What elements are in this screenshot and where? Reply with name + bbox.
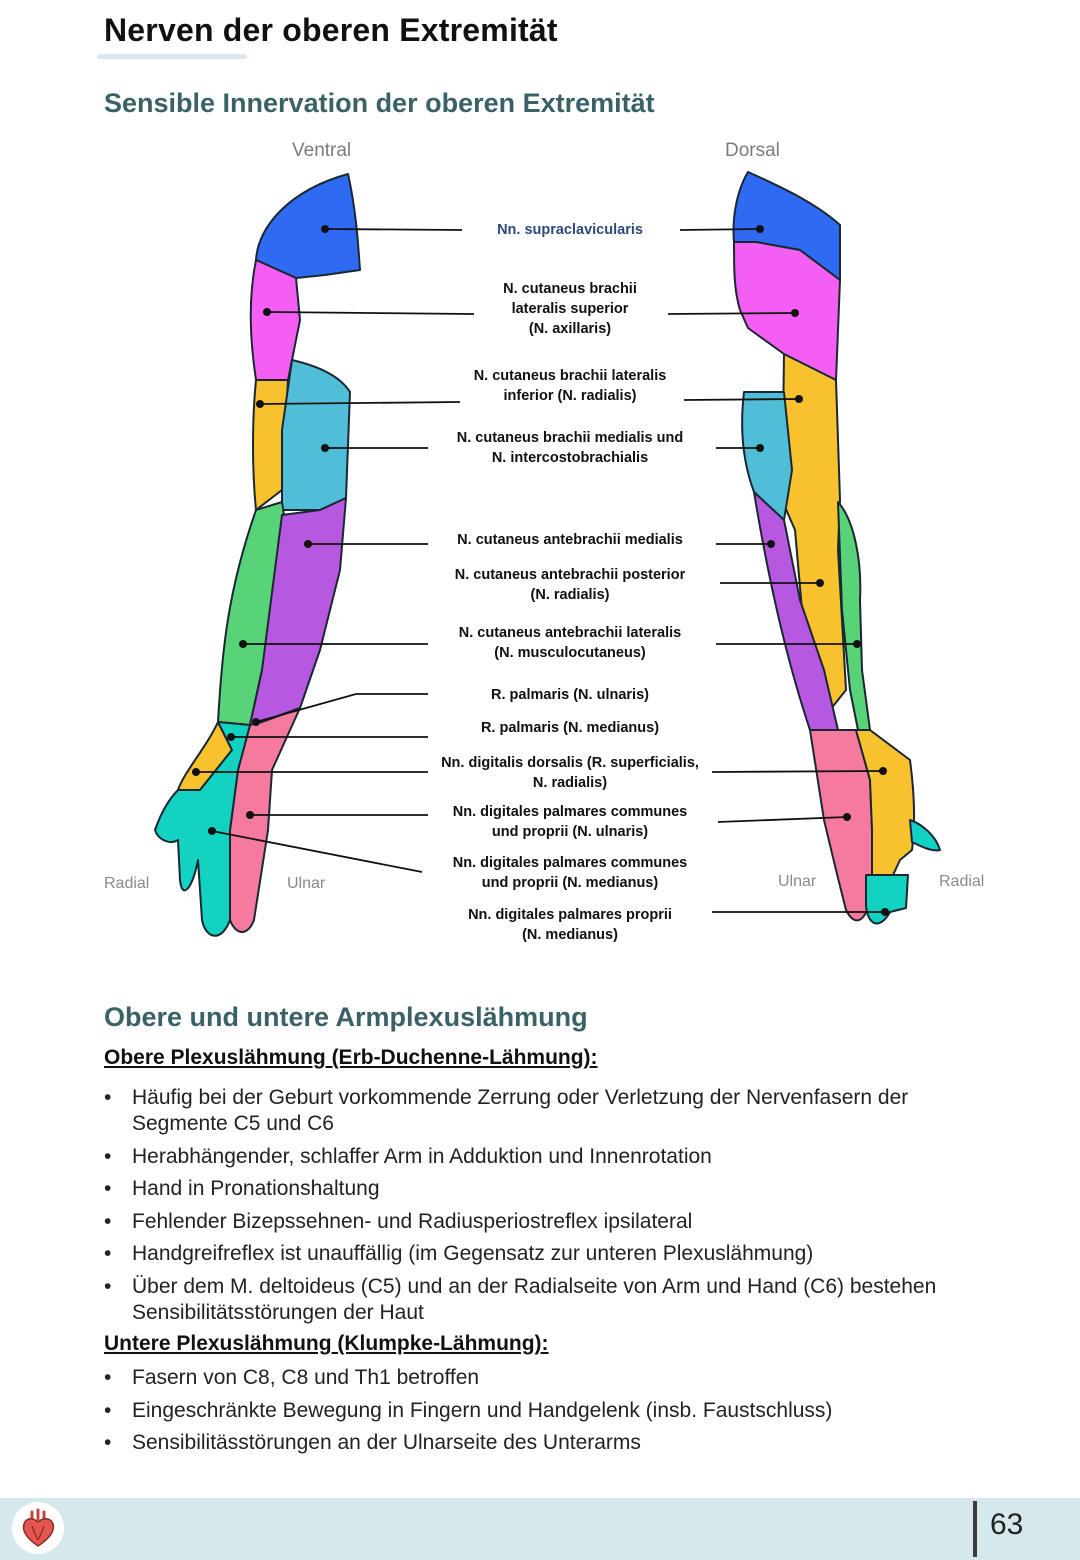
- ventral-radial-upper-area: [252, 379, 289, 511]
- list-item: Eingeschränkte Bewegung in Fingern und H…: [104, 1398, 984, 1424]
- side-label-dorsal-ulnar: Ulnar: [778, 873, 817, 890]
- list-item: Häufig bei der Geburt vorkommende Zerrun…: [104, 1085, 984, 1137]
- view-label-ventral: Ventral: [292, 140, 352, 161]
- view-label-dorsal: Dorsal: [725, 140, 780, 161]
- arm-illustration: [154, 171, 941, 937]
- list-item: Sensibilitässtörungen an der Ulnarseite …: [104, 1430, 984, 1456]
- side-label-ventral-radial: Radial: [104, 875, 150, 892]
- side-label-dorsal-radial: Radial: [939, 873, 985, 890]
- ventral-medial-antebrachial-area: [249, 497, 347, 726]
- anchor-dots: [192, 225, 889, 916]
- section-heading-plexus: Obere und untere Armplexuslähmung: [104, 1002, 588, 1032]
- page-number: 63: [990, 1508, 1024, 1541]
- dorsal-median-fingertips-area: [865, 874, 909, 925]
- side-label-ventral-ulnar: Ulnar: [287, 875, 326, 892]
- ventral-median-area: [154, 721, 251, 937]
- label-digitales-proprii: Nn. digitales palmares proprii(N. median…: [468, 907, 672, 943]
- label-palmaris-ulnaris: R. palmaris (N. ulnaris): [491, 687, 649, 703]
- label-antebrachii-posterior: N. cutaneus antebrachii posterior(N. rad…: [454, 567, 686, 603]
- subheading-upper-plexus: Obere Plexuslähmung (Erb-Duchenne-Lähmun…: [104, 1046, 598, 1069]
- dorsal-medial-brachial-area: [741, 391, 793, 521]
- dorsal-medial-antebrachial-area: [753, 491, 839, 731]
- dorsal-ulnar-area: [809, 729, 873, 922]
- anatomical-heart-icon: [12, 1502, 64, 1554]
- label-palmaris-medianus: R. palmaris (N. medianus): [480, 720, 660, 736]
- title-underline: [97, 54, 247, 59]
- label-antebrachii-medialis: N. cutaneus antebrachii medialis: [457, 532, 683, 548]
- ventral-supraclavicular-area: [255, 173, 361, 279]
- page-title: Nerven der oberen Extremität: [104, 12, 558, 48]
- list-item: Fehlender Bizepssehnen- und Radiusperios…: [104, 1209, 984, 1235]
- leader-lines: [196, 228, 885, 913]
- list-item: Hand in Pronationshaltung: [104, 1176, 984, 1202]
- list-item: Herabhängender, schlaffer Arm in Addukti…: [104, 1144, 984, 1170]
- ventral-medial-brachial-area: [281, 359, 351, 511]
- list-item: Fasern von C8, C8 und Th1 betroffen: [104, 1365, 984, 1391]
- label-supraclavicularis: Nn. supraclavicularis: [497, 222, 643, 238]
- list-item: Handgreifreflex ist unauffällig (im Gege…: [104, 1241, 984, 1267]
- label-antebrachii-lateralis: N. cutaneus antebrachii lateralis(N. mus…: [458, 625, 682, 661]
- lower-plexus-list: Fasern von C8, C8 und Th1 betroffen Eing…: [104, 1365, 984, 1463]
- dorsal-thumb-area: [909, 819, 941, 852]
- dorsal-musculocutaneous-area: [837, 501, 871, 731]
- footer-divider: [973, 1501, 977, 1557]
- label-digitalis-dorsalis: Nn. digitalis dorsalis (R. superficialis…: [441, 755, 699, 791]
- upper-plexus-list: Häufig bei der Geburt vorkommende Zerrun…: [104, 1085, 984, 1332]
- innervation-diagram: Ventral Dorsal Radial Ulnar Ulnar Radial…: [0, 130, 1080, 960]
- section-heading-innervation: Sensible Innervation der oberen Extremit…: [104, 88, 655, 118]
- dorsal-axillary-area: [733, 241, 841, 381]
- page-footer: 63: [0, 1498, 1080, 1560]
- list-item: Über dem M. deltoideus (C5) und an der R…: [104, 1274, 984, 1326]
- subheading-lower-plexus: Untere Plexuslähmung (Klumpke-Lähmung):: [104, 1332, 549, 1355]
